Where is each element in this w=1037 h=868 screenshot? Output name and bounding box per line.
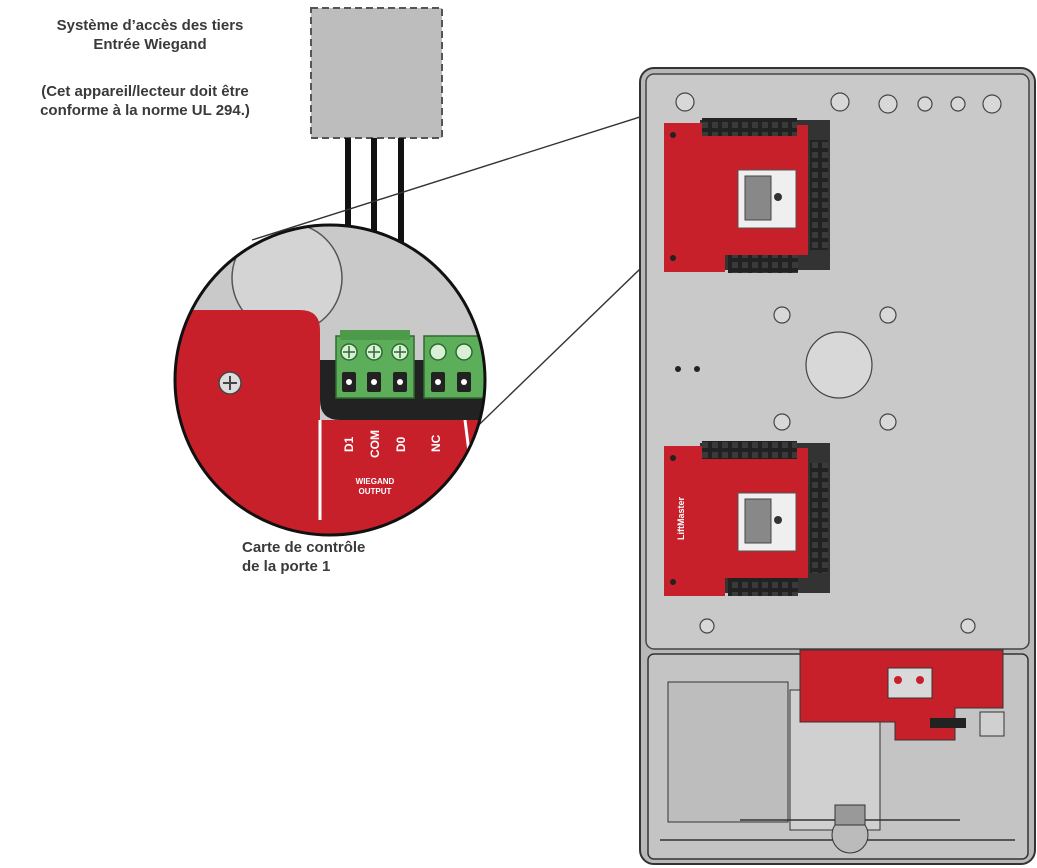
third-party-device xyxy=(310,7,443,139)
zoom-lines xyxy=(251,102,685,446)
ul-note-line-1: (Cet appareil/lecteur doit être xyxy=(41,83,249,100)
label-d1: D1 xyxy=(342,436,356,452)
third-party-line-1: Système d’accès des tiers xyxy=(56,17,244,34)
ul-note-label: (Cet appareil/lecteur doit être conforme… xyxy=(0,82,290,120)
section-label-2: OUTPUT xyxy=(359,487,392,496)
label-d0: D0 xyxy=(394,436,408,452)
third-party-system-label: Système d’accès des tiers Entrée Wiegand xyxy=(0,16,300,54)
label-com: COM xyxy=(368,430,382,458)
door-control-board-1 xyxy=(664,118,830,273)
section-label-1: WIEGAND xyxy=(356,477,395,486)
board-caption-line-1: Carte de contrôle xyxy=(242,539,366,556)
board-caption-line-2: de la porte 1 xyxy=(242,558,331,575)
brand-logo: LiftMaster xyxy=(676,496,686,540)
enclosure: LiftMaster xyxy=(639,67,1036,865)
label-nc: NC xyxy=(429,434,443,452)
power-compartment xyxy=(647,649,1029,860)
door-control-board-2: LiftMaster xyxy=(664,441,830,596)
third-party-line-2: Entrée Wiegand xyxy=(93,36,207,53)
ul-note-line-2: conforme à la norme UL 294.) xyxy=(40,102,250,119)
board-caption: Carte de contrôle de la porte 1 xyxy=(242,538,365,576)
zoom-detail: D1 COM D0 NC WIEGAND OUTPUT xyxy=(175,225,485,535)
control-board-detail xyxy=(175,310,340,535)
